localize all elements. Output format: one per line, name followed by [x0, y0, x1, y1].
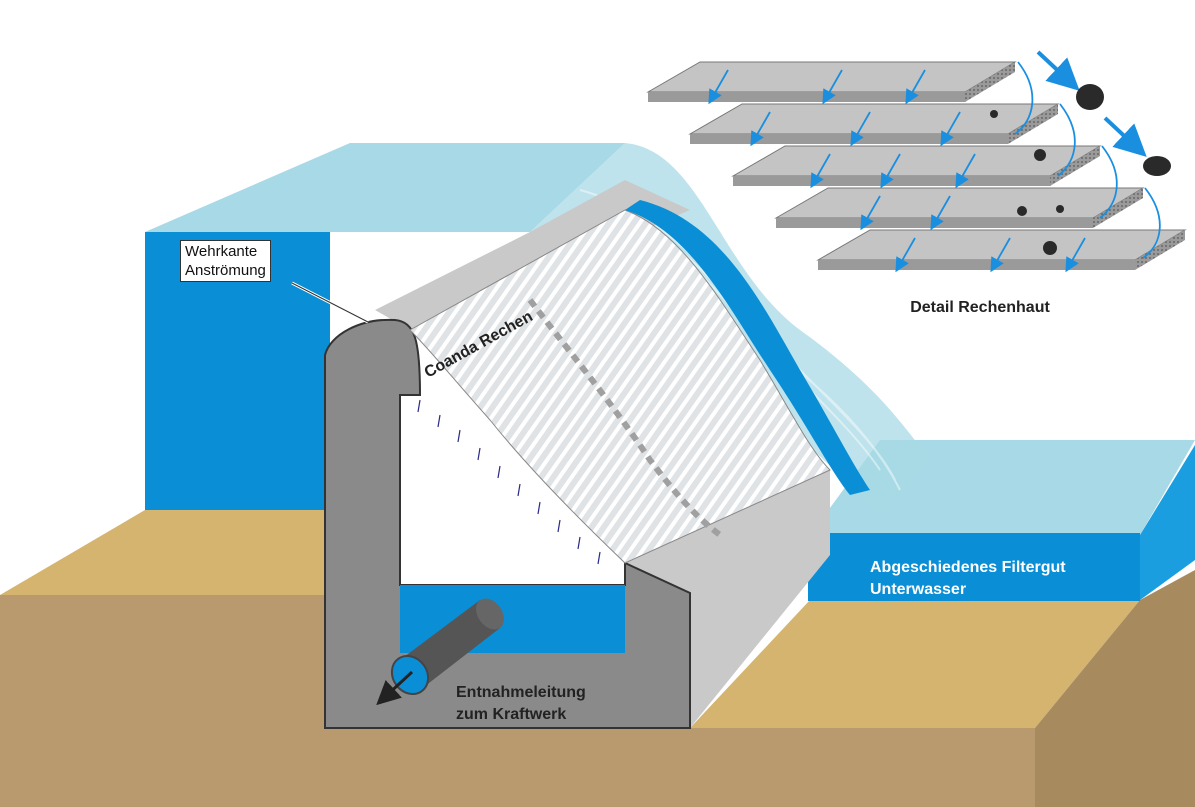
headwater-surface [145, 143, 625, 232]
detail-bar [816, 229, 1187, 270]
weir-structure [324, 180, 830, 729]
detail-bar [646, 61, 1017, 102]
soil-top-left [0, 510, 330, 595]
detail-rechenhaut [646, 50, 1187, 273]
flow-arrows [708, 61, 1161, 273]
intake-line-label-1: Entnahmeleitung [456, 684, 586, 701]
weir-edge-label: Wehrkante [185, 243, 258, 260]
big-flow-arrow [1036, 50, 1080, 91]
drain-arrows [417, 399, 601, 565]
intake-pipe [376, 598, 504, 706]
weir-edge-callout: Wehrkante Anströmung [180, 240, 271, 282]
tailwater-front [808, 533, 1140, 601]
detail-rechenhaut-label: Detail Rechenhaut [910, 299, 1050, 316]
soil-front-left [0, 595, 330, 807]
filtered-material-label: Abgeschiedenes Filtergut [870, 559, 1066, 576]
soil-top-right [690, 600, 1140, 728]
ground [0, 510, 1195, 807]
soil-front-mid [330, 728, 1035, 807]
big-flow-arrow [1103, 116, 1147, 157]
debris-particles [990, 84, 1171, 255]
pipe-end [476, 598, 504, 630]
soil-side-right [1035, 570, 1195, 807]
screen-water-film [625, 200, 870, 495]
tailwater-side [1140, 445, 1195, 600]
outflow-arrow [376, 670, 414, 706]
tailwater-label: Unterwasser [870, 581, 966, 598]
detail-bar [688, 103, 1060, 144]
intake-line-label-2: zum Kraftwerk [456, 706, 566, 723]
detail-bar [774, 187, 1145, 228]
inflow-label: Anströmung [185, 262, 266, 279]
screen-support-beam [527, 298, 722, 538]
coanda-screen-surface [409, 209, 831, 564]
